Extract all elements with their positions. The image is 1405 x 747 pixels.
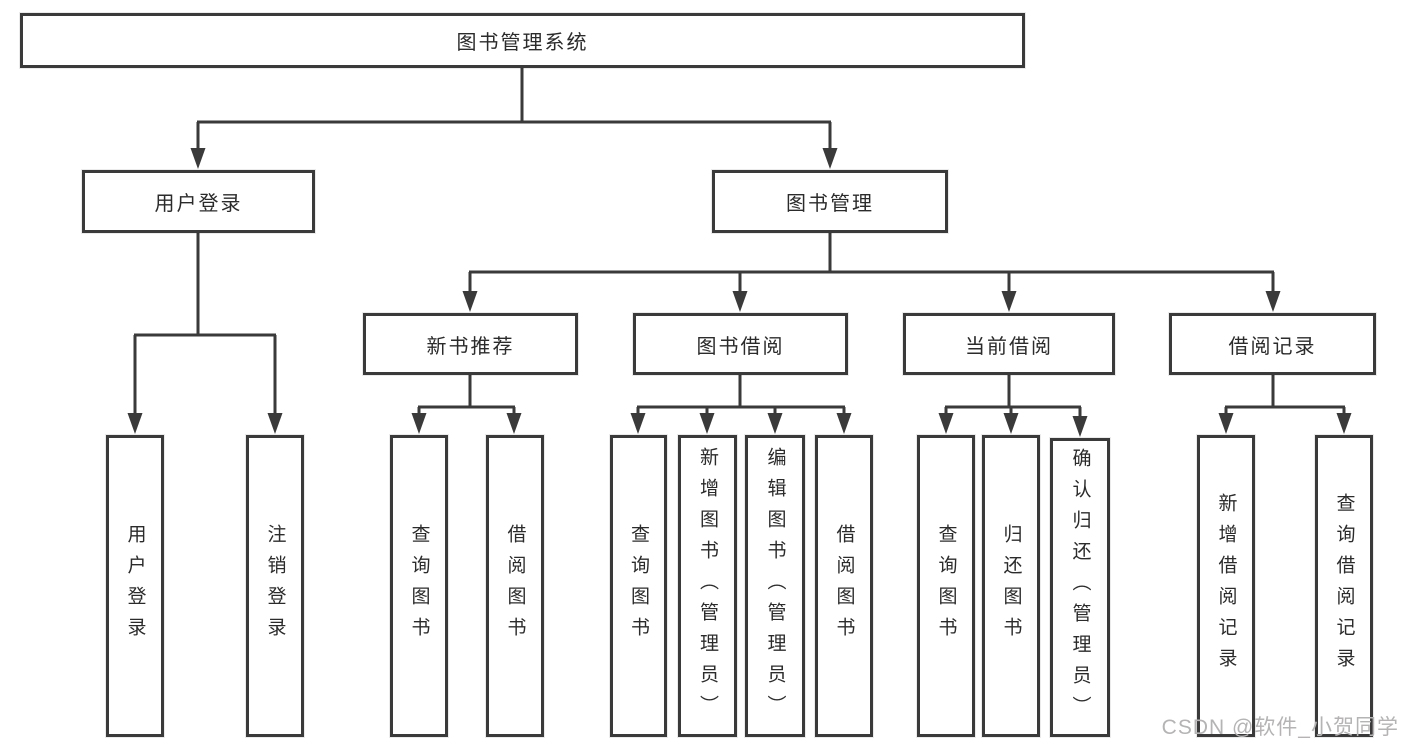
leaf-return-book: 归还图书 — [982, 435, 1040, 737]
node-user-login: 用户登录 — [82, 170, 315, 233]
leaf-query-book-borrow: 查询图书 — [610, 435, 667, 737]
node-label: 新增图书（管理员） — [697, 446, 718, 726]
node-label: 注销登录 — [264, 524, 286, 648]
node-label: 查询图书 — [935, 524, 957, 648]
leaf-user-login: 用户登录 — [106, 435, 164, 737]
node-label: 新增借阅记录 — [1215, 493, 1237, 679]
leaf-query-book-recommend: 查询图书 — [390, 435, 448, 737]
node-label: 当前借阅 — [965, 335, 1053, 358]
node-book-borrow: 图书借阅 — [633, 313, 848, 375]
leaf-borrow-book-recommend: 借阅图书 — [486, 435, 544, 737]
leaf-query-book-current: 查询图书 — [917, 435, 975, 737]
node-label: 借阅图书 — [833, 524, 855, 648]
node-new-book-recommend: 新书推荐 — [363, 313, 578, 375]
leaf-logout: 注销登录 — [246, 435, 304, 737]
node-root-library-system: 图书管理系统 — [20, 13, 1025, 68]
leaf-borrow-book: 借阅图书 — [815, 435, 873, 737]
node-label: 用户登录 — [124, 524, 146, 648]
leaf-query-borrow-record: 查询借阅记录 — [1315, 435, 1373, 737]
node-label: 用户登录 — [154, 193, 243, 215]
node-label: 查询借阅记录 — [1333, 493, 1355, 679]
node-label: 确认归还（管理员） — [1069, 448, 1091, 727]
node-book-management: 图书管理 — [712, 170, 948, 233]
node-label: 借阅记录 — [1228, 335, 1317, 358]
leaf-add-borrow-record: 新增借阅记录 — [1197, 435, 1255, 737]
node-label: 查询图书 — [408, 524, 430, 648]
node-label: 图书管理系统 — [456, 32, 589, 54]
node-label: 查询图书 — [628, 524, 649, 648]
node-label: 新书推荐 — [426, 335, 515, 358]
leaf-edit-book-admin: 编辑图书（管理员） — [745, 435, 805, 737]
node-label: 编辑图书（管理员） — [764, 446, 786, 726]
leaf-confirm-return-admin: 确认归还（管理员） — [1050, 438, 1110, 737]
node-label: 图书管理 — [786, 193, 874, 215]
node-current-borrow: 当前借阅 — [903, 313, 1115, 375]
node-label: 借阅图书 — [504, 524, 526, 648]
node-label: 归还图书 — [1000, 524, 1022, 648]
leaf-add-book-admin: 新增图书（管理员） — [678, 435, 737, 737]
node-label: 图书借阅 — [696, 335, 785, 358]
node-borrow-records: 借阅记录 — [1169, 313, 1376, 375]
